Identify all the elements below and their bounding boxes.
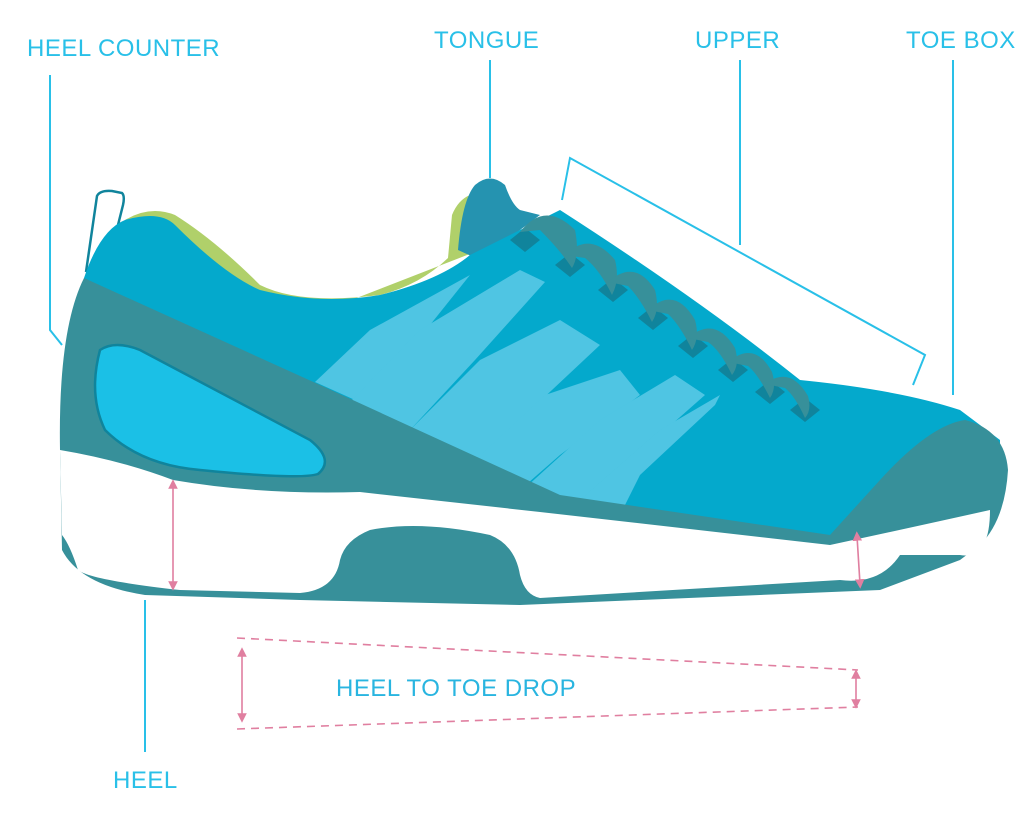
drop-bottom-dashed-line bbox=[236, 706, 859, 730]
leader-lines bbox=[49, 60, 954, 752]
heel-counter-leader bbox=[49, 75, 63, 346]
drop-top-dashed-line bbox=[236, 637, 859, 671]
midsole bbox=[60, 450, 990, 598]
side-stripes bbox=[315, 270, 720, 515]
toe-stack-arrow bbox=[852, 531, 865, 589]
drop-measurements bbox=[168, 479, 865, 730]
collar-lining bbox=[125, 195, 480, 320]
laces bbox=[510, 215, 820, 422]
label-heel: HEEL bbox=[113, 767, 178, 794]
label-toe-box: TOE BOX bbox=[906, 27, 1016, 54]
label-upper: UPPER bbox=[695, 27, 781, 54]
tongue bbox=[458, 178, 540, 260]
upper-bracket bbox=[561, 156, 927, 386]
heel-pull-tab bbox=[84, 189, 126, 273]
label-tongue: TONGUE bbox=[434, 27, 540, 54]
label-heel-to-toe-drop: HEEL TO TOE DROP bbox=[336, 675, 577, 702]
label-heel-counter: HEEL COUNTER bbox=[27, 35, 221, 62]
heel-window bbox=[93, 343, 327, 478]
